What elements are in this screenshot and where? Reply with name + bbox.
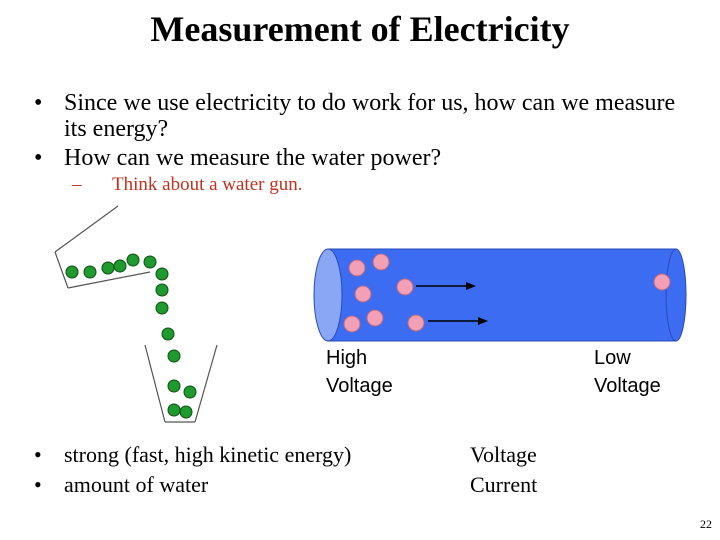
bullet-item: • strong (fast, high kinetic energy) xyxy=(34,440,351,470)
label-line: High xyxy=(326,347,368,369)
sub-bullet: – Think about a water gun. xyxy=(72,174,694,196)
label-line: Voltage xyxy=(326,375,393,397)
water-drop xyxy=(167,349,181,363)
water-drop xyxy=(155,301,169,315)
water-drop xyxy=(83,265,97,279)
bullet-marker: • xyxy=(34,90,43,116)
low-voltage-label: Low Voltage xyxy=(594,344,661,400)
water-drop xyxy=(167,379,181,393)
page-number: 22 xyxy=(700,517,712,531)
charge-particle xyxy=(354,285,372,303)
bullet-item: • amount of water xyxy=(34,470,351,500)
label-line: Voltage xyxy=(594,375,661,397)
bullet-marker: • xyxy=(34,145,43,171)
bullet-list: • Since we use electricity to do work fo… xyxy=(34,90,694,196)
water-drop xyxy=(183,385,197,399)
charge-particle xyxy=(372,253,390,271)
arrowhead-icon xyxy=(466,282,476,290)
pipe xyxy=(313,248,687,342)
water-drop xyxy=(65,265,79,279)
water-drop xyxy=(143,255,157,269)
water-drop xyxy=(179,405,193,419)
charge-particle xyxy=(407,314,425,332)
bullet-text: How can we measure the water power? xyxy=(64,145,442,171)
voltage-term: Voltage xyxy=(470,442,537,467)
bullet-marker: • xyxy=(34,442,42,467)
charge-particle xyxy=(348,259,366,277)
bottom-bullet-list: • strong (fast, high kinetic energy) • a… xyxy=(34,440,351,500)
bullet-text: strong (fast, high kinetic energy) xyxy=(64,442,352,467)
sub-bullet-marker: – xyxy=(72,174,82,195)
cup xyxy=(144,344,218,423)
water-drop xyxy=(126,253,140,267)
nozzle xyxy=(54,205,151,289)
charge-particle xyxy=(396,278,414,296)
flow-arrows xyxy=(416,282,488,325)
pipe-end xyxy=(665,248,687,342)
water-drop xyxy=(167,403,181,417)
bullet-text: Since we use electricity to do work for … xyxy=(64,90,676,142)
nozzle-edge xyxy=(54,251,69,289)
bullet-item: • Since we use electricity to do work fo… xyxy=(34,90,694,142)
water-drops xyxy=(65,253,197,419)
high-voltage-label: High Voltage xyxy=(326,344,393,400)
bullet-item: • How can we measure the water power? xyxy=(34,145,694,171)
water-drop xyxy=(113,259,127,273)
slide-title: Measurement of Electricity xyxy=(150,9,570,49)
charge-particles xyxy=(343,253,671,333)
water-drop xyxy=(155,283,169,297)
arrowhead-icon xyxy=(478,317,488,325)
cup-edge xyxy=(144,344,166,423)
nozzle-edge xyxy=(67,271,151,289)
water-drop xyxy=(161,327,175,341)
water-drop xyxy=(101,261,115,275)
charge-particle xyxy=(343,315,361,333)
term-list: Voltage Current xyxy=(470,440,537,500)
pipe-opening xyxy=(313,248,343,342)
water-drop xyxy=(155,267,169,281)
charge-particle xyxy=(366,309,384,327)
label-line: Low xyxy=(594,347,631,369)
nozzle-edge xyxy=(54,205,119,253)
charge-particle xyxy=(653,273,671,291)
bullet-text: amount of water xyxy=(64,472,209,497)
sub-bullet-text: Think about a water gun. xyxy=(112,174,303,195)
bullet-marker: • xyxy=(34,472,42,497)
cup-edge xyxy=(194,344,218,423)
current-term: Current xyxy=(470,472,538,497)
